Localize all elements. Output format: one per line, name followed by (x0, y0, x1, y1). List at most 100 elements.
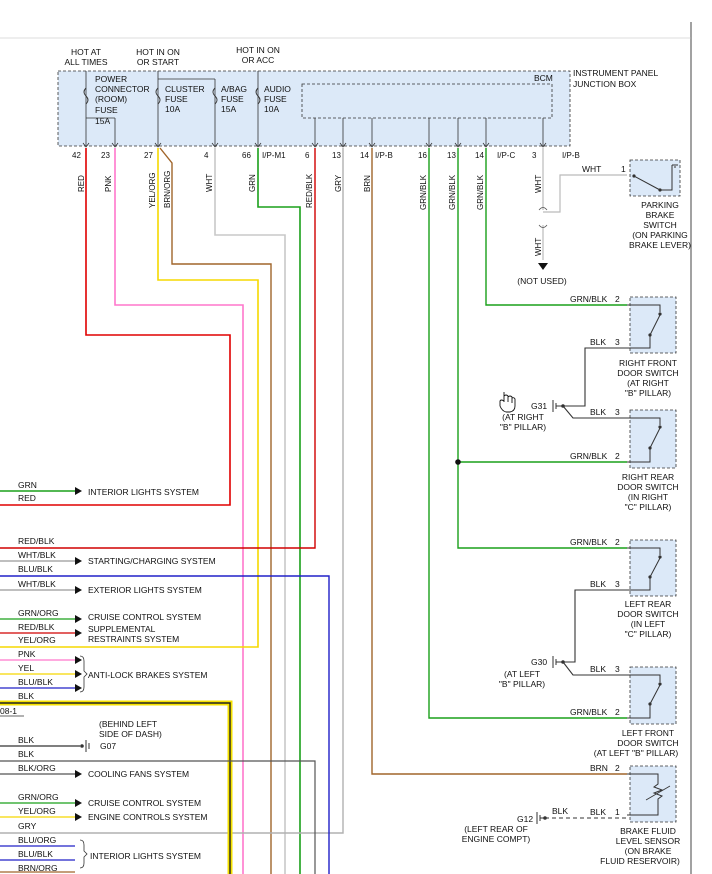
svg-text:LEVEL SENSOR: LEVEL SENSOR (616, 836, 680, 846)
svg-text:(AT RIGHT: (AT RIGHT (502, 412, 544, 422)
wire-break-icon (538, 207, 548, 228)
svg-text:RIGHT REAR: RIGHT REAR (622, 472, 674, 482)
ground-icon (552, 400, 557, 412)
svg-text:WHT: WHT (534, 238, 543, 256)
ground-g12: G12 BLK (LEFT REAR OF ENGINE COMPT) (462, 806, 569, 844)
svg-text:BLK/ORG: BLK/ORG (18, 763, 56, 773)
svg-text:STARTING/CHARGING SYSTEM: STARTING/CHARGING SYSTEM (88, 556, 216, 566)
svg-text:COOLING FANS SYSTEM: COOLING FANS SYSTEM (88, 769, 189, 779)
wire-blk-rf (563, 347, 627, 407)
svg-text:HOT AT: HOT AT (71, 47, 101, 57)
svg-text:RED/BLK: RED/BLK (18, 536, 55, 546)
svg-text:WHT: WHT (205, 174, 214, 192)
svg-text:GRN: GRN (18, 480, 37, 490)
svg-text:BRN/ORG: BRN/ORG (18, 863, 58, 873)
svg-text:WHT/BLK: WHT/BLK (18, 550, 56, 560)
svg-text:WHT: WHT (534, 175, 543, 193)
svg-text:HOT IN ON: HOT IN ON (136, 47, 180, 57)
svg-text:"B" PILLAR): "B" PILLAR) (499, 679, 545, 689)
pin-numbers: 42 23 27 4 66 I/P-M1 6 13 14 I/P-B 16 13… (72, 151, 580, 160)
svg-text:3: 3 (615, 664, 620, 674)
svg-text:66: 66 (242, 151, 251, 160)
instrument-panel-junction-box: INSTRUMENT PANEL JUNCTION BOX BCM POWER … (57, 68, 658, 148)
svg-text:GRN/ORG: GRN/ORG (18, 608, 59, 618)
wire-pnk (114, 148, 244, 874)
svg-text:G07: G07 (100, 741, 116, 751)
svg-text:14: 14 (475, 151, 484, 160)
svg-text:(AT LEFT "B" PILLAR): (AT LEFT "B" PILLAR) (594, 748, 679, 758)
svg-text:RIGHT FRONT: RIGHT FRONT (619, 358, 677, 368)
svg-text:"C" PILLAR): "C" PILLAR) (625, 629, 672, 639)
svg-text:CLUSTER: CLUSTER (165, 84, 205, 94)
svg-text:BLK: BLK (590, 407, 606, 417)
svg-text:EXTERIOR LIGHTS SYSTEM: EXTERIOR LIGHTS SYSTEM (88, 585, 202, 595)
svg-text:INTERIOR LIGHTS SYSTEM: INTERIOR LIGHTS SYSTEM (90, 851, 201, 861)
svg-text:(ROOM): (ROOM) (95, 94, 127, 104)
svg-text:BLU/ORG: BLU/ORG (18, 835, 56, 845)
svg-text:BCM: BCM (534, 73, 553, 83)
svg-text:ENGINE COMPT): ENGINE COMPT) (462, 834, 531, 844)
arrow-right-icon (75, 670, 82, 678)
brace-icon (79, 655, 88, 693)
svg-text:RED: RED (18, 493, 36, 503)
brake-fluid-level-sensor: BRN 2 BLK 1 BRAKE FLUID LEVEL SENSOR (ON… (590, 763, 680, 866)
svg-text:ALL TIMES: ALL TIMES (65, 57, 108, 67)
ground-icon (85, 740, 90, 752)
wire-yel-org (0, 148, 259, 648)
svg-text:RESTRAINTS SYSTEM: RESTRAINTS SYSTEM (88, 634, 179, 644)
svg-text:I/P-C: I/P-C (497, 151, 515, 160)
svg-text:CRUISE CONTROL SYSTEM: CRUISE CONTROL SYSTEM (88, 612, 201, 622)
svg-text:WHT: WHT (582, 164, 601, 174)
svg-text:GRN/ORG: GRN/ORG (18, 792, 59, 802)
svg-text:10A: 10A (264, 104, 279, 114)
svg-text:3: 3 (532, 151, 537, 160)
svg-text:LEFT FRONT: LEFT FRONT (622, 728, 674, 738)
svg-text:YEL/ORG: YEL/ORG (18, 635, 56, 645)
svg-text:SIDE OF DASH): SIDE OF DASH) (99, 729, 162, 739)
svg-text:SUPPLEMENTAL: SUPPLEMENTAL (88, 624, 156, 634)
left-front-door-switch: BLK 3 GRN/BLK 2 LEFT FRONT DOOR SWITCH (… (570, 664, 679, 758)
wire-grn-blk-13 (457, 148, 627, 549)
svg-text:27: 27 (144, 151, 153, 160)
arrow-right-icon (75, 770, 82, 778)
svg-text:OR ACC: OR ACC (242, 55, 275, 65)
arrow-right-icon (75, 615, 82, 623)
svg-text:JUNCTION BOX: JUNCTION BOX (573, 79, 637, 89)
ground-icon (552, 656, 557, 668)
wire-grn-blk-16 (428, 148, 627, 719)
resistor-icon (627, 773, 664, 816)
svg-text:G12: G12 (517, 814, 533, 824)
svg-text:FUSE: FUSE (95, 105, 118, 115)
arrow-right-icon (75, 813, 82, 821)
wire-red (0, 148, 231, 506)
left-rear-door-switch: GRN/BLK 2 BLK 3 LEFT REAR DOOR SWITCH (I… (570, 537, 679, 639)
svg-text:YEL/ORG: YEL/ORG (18, 806, 56, 816)
svg-text:CRUISE CONTROL SYSTEM: CRUISE CONTROL SYSTEM (88, 798, 201, 808)
svg-text:PNK: PNK (18, 649, 36, 659)
svg-text:FUSE: FUSE (165, 94, 188, 104)
svg-text:(IN RIGHT: (IN RIGHT (628, 492, 668, 502)
fuse-icon (83, 87, 89, 105)
arrow-right-icon (75, 586, 82, 594)
svg-text:(AT RIGHT: (AT RIGHT (627, 378, 669, 388)
wire-blk-lr (563, 589, 627, 663)
svg-text:16: 16 (418, 151, 427, 160)
splice-dot (455, 459, 461, 465)
svg-text:OR START: OR START (137, 57, 179, 67)
svg-text:(LEFT REAR OF: (LEFT REAR OF (464, 824, 528, 834)
svg-text:GRN/BLK: GRN/BLK (570, 537, 608, 547)
wire-gry (0, 148, 344, 834)
svg-text:(NOT USED): (NOT USED) (517, 276, 567, 286)
svg-text:BLU/BLK: BLU/BLK (18, 849, 53, 859)
svg-text:(BEHIND LEFT: (BEHIND LEFT (99, 719, 157, 729)
svg-text:(IN LEFT: (IN LEFT (631, 619, 665, 629)
svg-text:2: 2 (615, 537, 620, 547)
svg-text:23: 23 (101, 151, 110, 160)
svg-text:INSTRUMENT PANEL: INSTRUMENT PANEL (573, 68, 658, 78)
svg-text:POWER: POWER (95, 74, 127, 84)
wire-brn (371, 148, 627, 775)
arrow-right-icon (75, 799, 82, 807)
svg-text:CONNECTOR: CONNECTOR (95, 84, 150, 94)
svg-text:2: 2 (615, 451, 620, 461)
brace-icon (79, 839, 88, 869)
